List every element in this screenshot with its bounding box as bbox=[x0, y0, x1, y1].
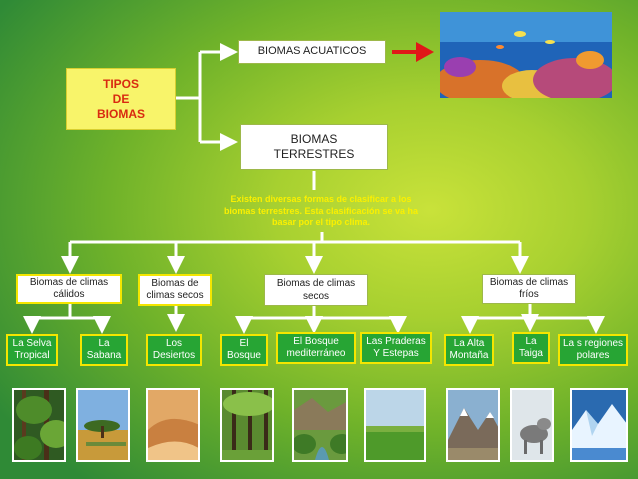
category-secos-line-2: secos bbox=[302, 290, 330, 302]
savanna-icon bbox=[78, 390, 128, 460]
description-line-1: Existen diversas formas de clasificar a … bbox=[230, 194, 412, 204]
biome-desiertos-line-2: Desiertos bbox=[152, 350, 196, 361]
tipos-line-2: DE bbox=[112, 91, 130, 106]
biome-bosque: El Bosque bbox=[220, 334, 268, 366]
biome-selva-tropical: La Selva Tropical bbox=[6, 334, 58, 366]
category-calidos-line-1: Biomas de climas bbox=[29, 276, 109, 288]
forest-icon bbox=[222, 390, 272, 460]
biome-praderas-estepas: Las Praderas Y Estepas bbox=[360, 332, 432, 364]
category-frios-line-1: Biomas de climas bbox=[489, 276, 569, 288]
polar-icon bbox=[572, 390, 626, 460]
grassland-icon bbox=[366, 390, 424, 460]
desert-photo bbox=[146, 388, 200, 462]
category-calidos-line-2: cálidos bbox=[53, 289, 85, 300]
acuaticos-label: BIOMAS ACUATICOS bbox=[257, 45, 367, 58]
biome-selva-line-1: La Selva bbox=[12, 337, 52, 349]
polar-photo bbox=[570, 388, 628, 462]
biome-bosque-line-2: Bosque bbox=[227, 350, 261, 361]
biome-sabana: La Sabana bbox=[80, 334, 128, 366]
category-calidos: Biomas de climas cálidos bbox=[16, 274, 122, 304]
biome-alta-montana: La Alta Montaña bbox=[444, 334, 494, 366]
biome-praderas-line-1: Las Praderas bbox=[366, 335, 426, 347]
savanna-photo bbox=[76, 388, 130, 462]
description-line-2: biomas terrestres. Esta clasificación se… bbox=[223, 205, 419, 216]
mountain-photo bbox=[446, 388, 500, 462]
rainforest-icon bbox=[14, 390, 64, 460]
category-climas-secos-line-2: climas secos bbox=[146, 290, 204, 301]
biomas-terrestres-box: BIOMAS TERRESTRES bbox=[240, 124, 388, 170]
tipos-line-3: BIOMAS bbox=[97, 106, 145, 121]
biome-desiertos-line-1: Los bbox=[165, 337, 183, 349]
biome-desiertos: Los Desiertos bbox=[146, 334, 202, 366]
terrestres-line-2: TERRESTRES bbox=[273, 147, 355, 161]
taiga-photo bbox=[510, 388, 554, 462]
category-frios: Biomas de climas fríos bbox=[482, 274, 576, 304]
biome-bosque-mediterraneo: El Bosque mediterráneo bbox=[276, 332, 356, 364]
taiga-icon bbox=[512, 390, 552, 460]
classification-description: Existen diversas formas de clasificar a … bbox=[216, 194, 426, 229]
tipos-line-1: TIPOS bbox=[102, 76, 139, 91]
biome-regiones-polares: La s regiones polares bbox=[558, 334, 628, 366]
biome-taiga: La Taiga bbox=[512, 332, 550, 364]
biome-polares-line-2: polares bbox=[576, 350, 610, 361]
coral-reef-photo bbox=[440, 12, 612, 98]
biome-taiga-line-2: Taiga bbox=[519, 348, 543, 359]
category-climas-secos-line-1: Biomas de bbox=[151, 277, 199, 289]
rainforest-photo bbox=[12, 388, 66, 462]
biome-selva-line-2: Tropical bbox=[14, 350, 50, 361]
mountain-icon bbox=[448, 390, 498, 460]
description-line-3: basar por el tipo clima. bbox=[271, 217, 371, 228]
category-secos: Biomas de climas secos bbox=[264, 274, 368, 306]
biome-sabana-line-1: La bbox=[98, 337, 110, 349]
mediterranean-icon bbox=[294, 390, 346, 460]
desert-icon bbox=[148, 390, 198, 460]
mediterranean-forest-photo bbox=[292, 388, 348, 462]
biome-montana-line-1: La Alta bbox=[453, 337, 485, 349]
biome-taiga-line-1: La bbox=[525, 335, 537, 347]
terrestres-line-1: BIOMAS bbox=[290, 132, 338, 146]
biome-mediterraneo-line-2: mediterráneo bbox=[286, 348, 346, 359]
category-frios-line-2: fríos bbox=[519, 289, 539, 300]
biome-bosque-line-1: El bbox=[239, 337, 249, 349]
biome-praderas-line-2: Y Estepas bbox=[373, 348, 419, 359]
biomas-acuaticos-box: BIOMAS ACUATICOS bbox=[238, 40, 386, 64]
forest-photo bbox=[220, 388, 274, 462]
coral-reef-icon bbox=[440, 12, 612, 98]
category-secos-line-1: Biomas de climas bbox=[276, 278, 356, 289]
category-climas-secos: Biomas de climas secos bbox=[138, 274, 212, 306]
biome-sabana-line-2: Sabana bbox=[86, 350, 122, 361]
tipos-de-biomas-box: TIPOS DE BIOMAS bbox=[66, 68, 176, 130]
biome-montana-line-2: Montaña bbox=[449, 350, 489, 361]
biome-polares-line-1: La s regiones bbox=[562, 337, 624, 349]
biome-mediterraneo-line-1: El Bosque bbox=[293, 335, 339, 347]
red-arrow-icon bbox=[392, 42, 434, 62]
grassland-photo bbox=[364, 388, 426, 462]
